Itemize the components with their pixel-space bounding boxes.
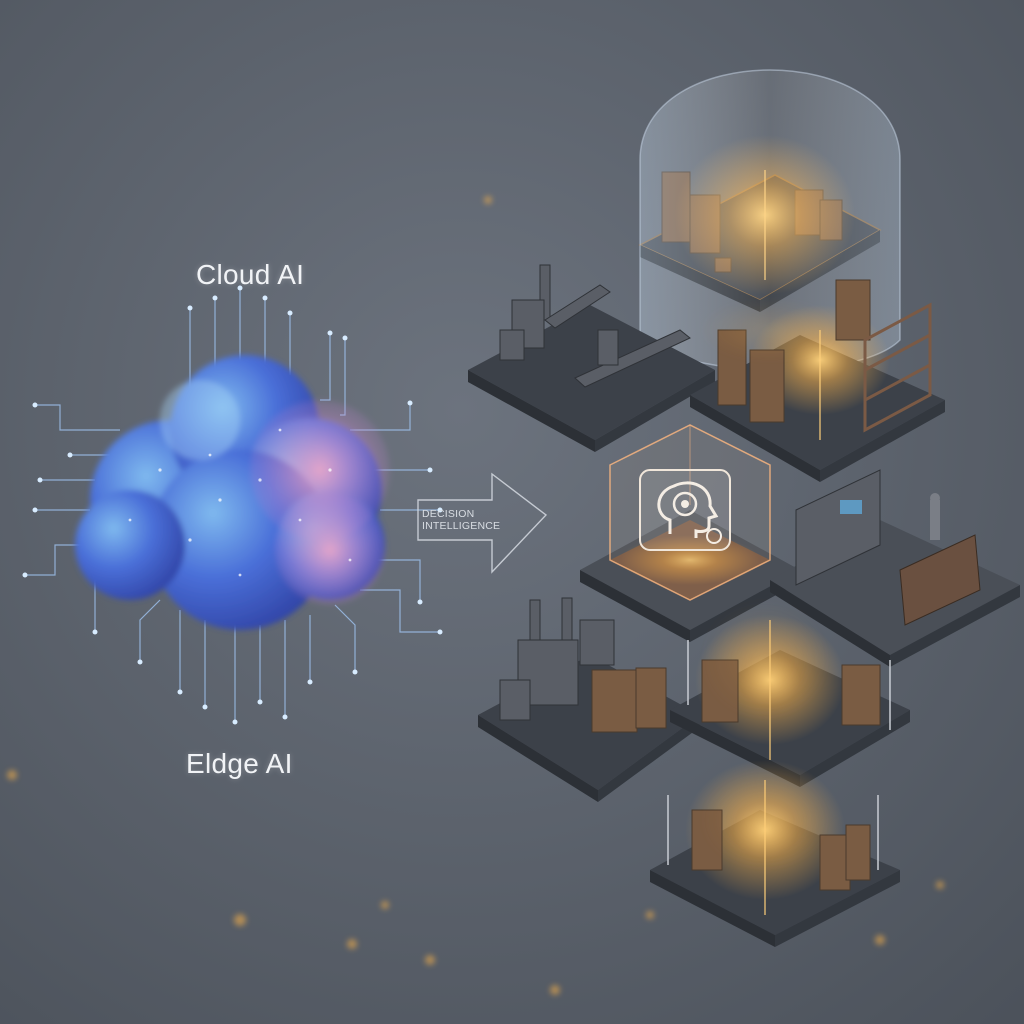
factory-platform	[468, 264, 715, 452]
particle-streams	[700, 300, 840, 870]
arrow-icon	[417, 472, 548, 574]
edge-ai-label: Eldge AI	[186, 748, 293, 779]
bokeh-dots	[7, 196, 944, 995]
arrow-label-line1: DECISION	[422, 508, 475, 520]
arrow-label-line2: INTELLIGENCE	[422, 520, 501, 532]
lower-factory-platform	[478, 597, 700, 802]
top-platform	[638, 69, 901, 371]
brain-gear-icon	[639, 469, 731, 551]
cloud-ai-label: Cloud AI	[196, 259, 305, 290]
cloud-icon	[22, 285, 443, 725]
retail-platform	[770, 469, 1020, 667]
